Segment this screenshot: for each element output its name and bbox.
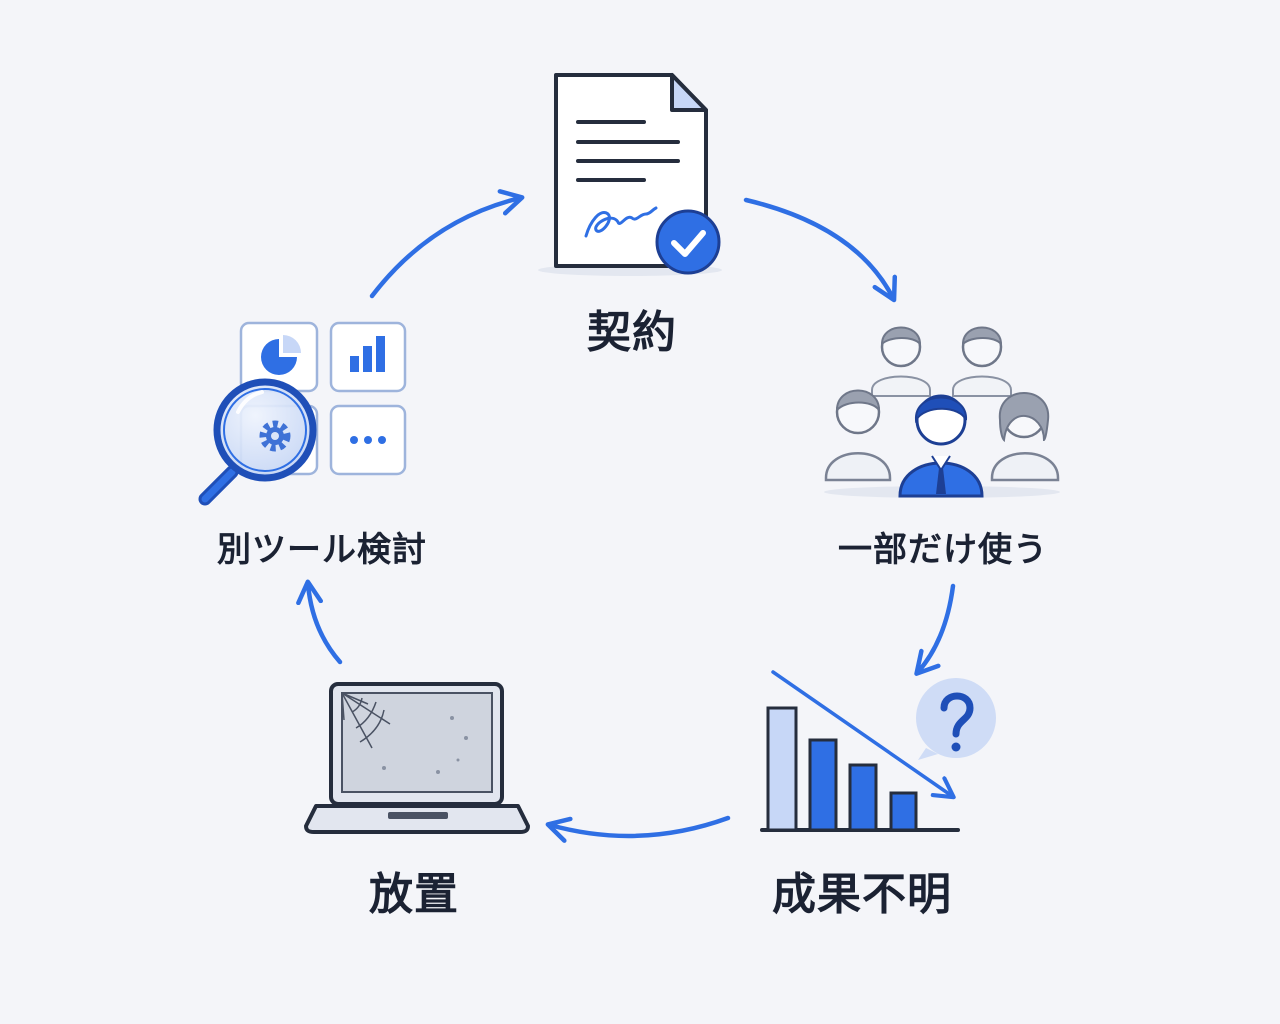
- arrow-partial-to-unclear: [914, 583, 956, 676]
- magnifier-tool-grid-icon: [198, 321, 407, 506]
- arrow-unclear-to-neglect: [545, 815, 731, 843]
- arrow-neglect-to-other: [296, 579, 343, 665]
- step-label-results-unclear: 成果不明: [772, 869, 952, 920]
- arrow-other-to-contract: [369, 189, 525, 299]
- step-label-consider-other-tools: 別ツール検討: [217, 530, 427, 570]
- gear-icon: [259, 420, 291, 452]
- step-label-neglect: 放置: [369, 869, 459, 920]
- step-label-contract: 契約: [587, 307, 677, 358]
- contract-document-icon: [538, 73, 722, 276]
- arrow-contract-to-partial: [743, 197, 898, 303]
- dusty-laptop-icon: [304, 682, 530, 834]
- people-group-icon: [824, 326, 1060, 498]
- declining-bar-chart-icon: [760, 670, 996, 832]
- step-label-partial-use: 一部だけ使う: [838, 530, 1048, 570]
